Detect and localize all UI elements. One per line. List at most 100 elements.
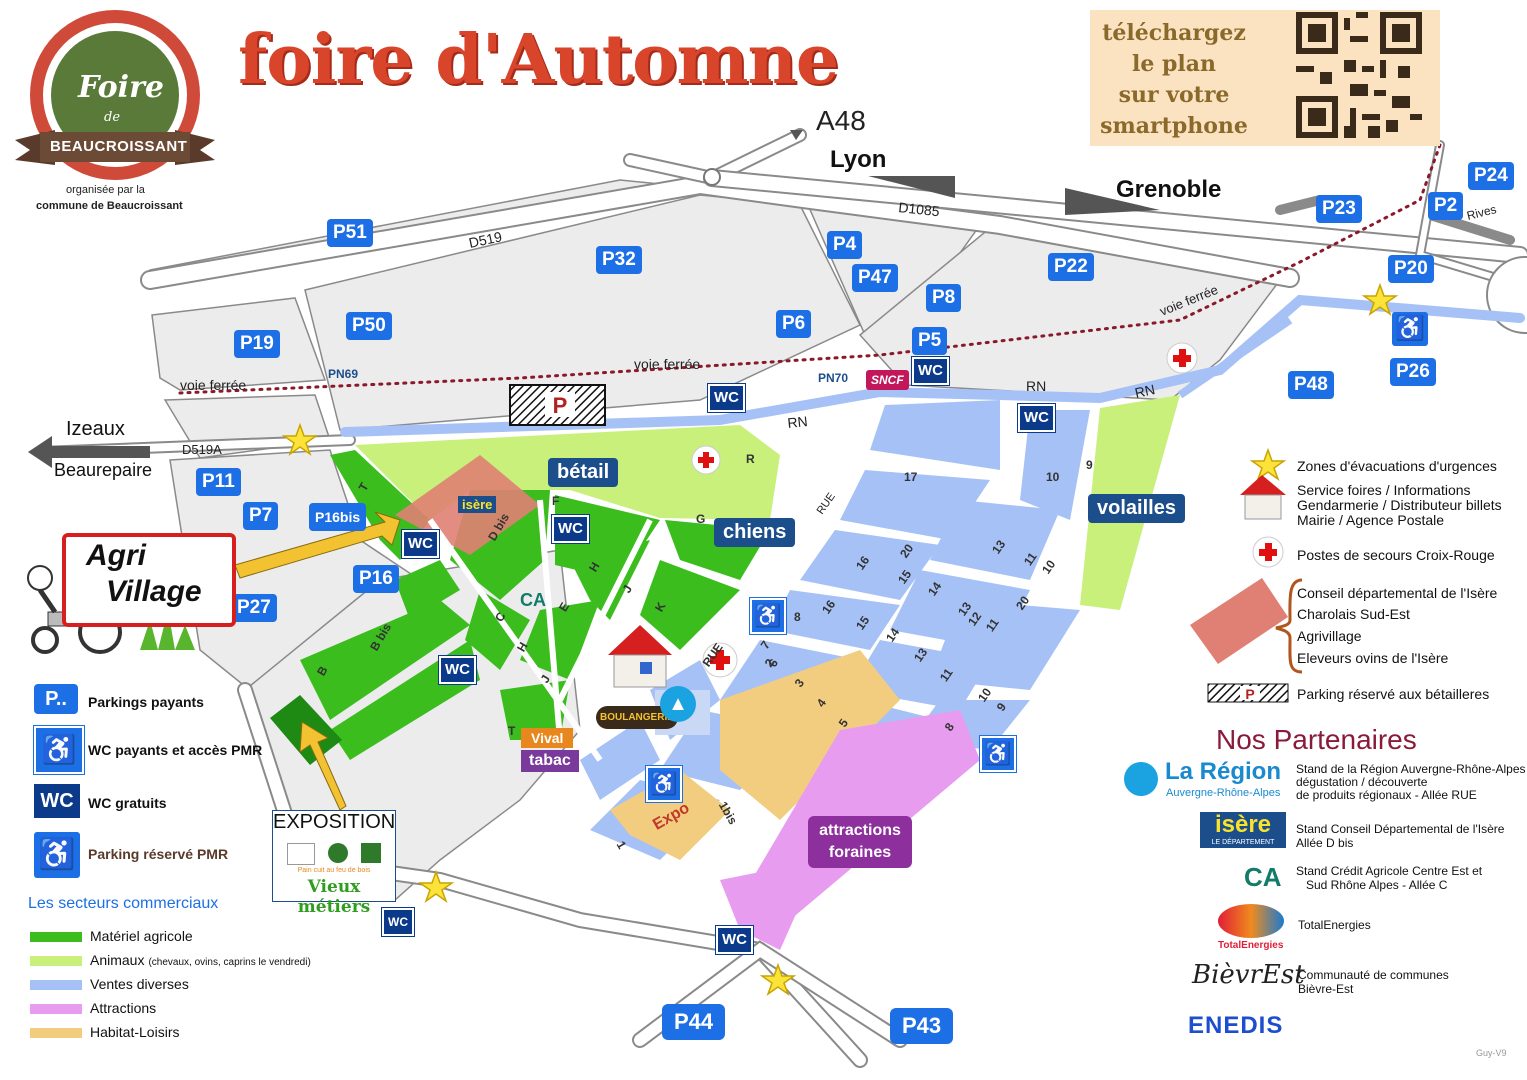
legend-swatch	[30, 956, 82, 967]
parking-p27[interactable]: P27	[231, 594, 277, 622]
region-logo-circle	[1124, 762, 1158, 796]
alley-label: 10	[1046, 470, 1060, 484]
tabac-sign: tabac	[521, 750, 579, 772]
isere-logo-sub: LE DÉPARTEMENT	[1211, 839, 1275, 846]
parking-p44[interactable]: P44	[662, 1004, 726, 1040]
alley-label: T	[508, 724, 516, 738]
parking-p23[interactable]: P23	[1316, 195, 1362, 223]
wc-free[interactable]: WC	[438, 655, 477, 685]
evac-stars	[281, 282, 1399, 996]
parking-p43[interactable]: P43	[890, 1008, 954, 1044]
legend-wcfree: WC gratuits	[88, 795, 167, 811]
rail-label-2: voie ferrée	[634, 356, 700, 372]
wc-free[interactable]: WC	[401, 529, 440, 559]
qr-line1: téléchargez	[1102, 20, 1246, 46]
city-beaurepaire: Beaurepaire	[54, 460, 153, 480]
wc-pmr-icon[interactable]: ♿	[749, 597, 787, 635]
parking-p50[interactable]: P50	[346, 312, 392, 340]
qr-code[interactable]	[1296, 12, 1422, 138]
road-label-d519a: D519A	[182, 442, 222, 457]
sncf-logo: SNCF	[866, 370, 909, 390]
road-label-d519: D519	[467, 228, 503, 251]
exposition-title: EXPOSITION	[273, 811, 396, 833]
parking-p24[interactable]: P24	[1468, 162, 1514, 190]
page-title: foire d'Automne	[238, 20, 839, 100]
legend-service1: Service foires / Informations	[1297, 482, 1471, 498]
legend-swatch	[30, 980, 82, 991]
vival-sign: Vival	[521, 728, 574, 748]
pmr-parking-icon[interactable]: ♿	[1392, 312, 1428, 346]
wc-free[interactable]: WC	[381, 907, 415, 937]
total-logo-shape	[1218, 904, 1284, 938]
rue-label: RUE	[815, 491, 838, 517]
parking-p5[interactable]: P5	[912, 327, 948, 355]
parking-p4[interactable]: P4	[827, 231, 863, 259]
legend-wcpmr-icon: ♿	[33, 725, 85, 775]
ca-desc-2: Sud Rhône Alpes - Allée C	[1306, 878, 1448, 892]
legend-sectors-title: Les secteurs commerciaux	[28, 895, 219, 912]
legend-group-4: Eleveurs ovins de l'Isère	[1297, 650, 1449, 666]
logo-sub2: commune de Beaucroissant	[36, 200, 183, 212]
parking-p11[interactable]: P11	[196, 468, 241, 496]
arrow-agrivillage	[234, 511, 401, 579]
parking-p32[interactable]: P32	[596, 246, 642, 274]
legend-service3: Mairie / Agence Postale	[1297, 512, 1445, 528]
legend-betail-letter: P	[1245, 686, 1254, 702]
bievre-desc-1: Communauté de communes	[1298, 968, 1449, 982]
alley-label: 9	[1086, 458, 1093, 472]
parking-p51[interactable]: P51	[327, 219, 373, 247]
wc-free[interactable]: WC	[1017, 403, 1056, 433]
legend-sector-item: Attractions	[30, 1000, 156, 1016]
legend-swatch	[30, 1004, 82, 1015]
ca-logo-icon: CA	[520, 590, 546, 610]
boulangerie-badge: BOULANGERIE	[596, 706, 678, 729]
wc-free[interactable]: WC	[551, 514, 590, 544]
rail-label-1: voie ferrée	[180, 377, 246, 393]
parking-p26[interactable]: P26	[1390, 358, 1436, 386]
alley-label: G	[696, 512, 706, 526]
sector-expo	[610, 770, 730, 860]
alley-label: F	[552, 494, 560, 508]
parking-p22[interactable]: P22	[1048, 253, 1094, 281]
wc-free[interactable]: WC	[715, 925, 754, 955]
legend-group-1: Conseil départemental de l'Isère	[1297, 585, 1498, 601]
parking-p16bis[interactable]: P16bis	[309, 503, 367, 531]
star-icon	[1361, 282, 1399, 316]
star-icon	[1249, 447, 1287, 481]
star-icon	[281, 422, 319, 456]
wc-free[interactable]: WC	[911, 356, 950, 386]
wc-pmr-icon[interactable]: ♿	[979, 735, 1017, 773]
arrow-exposition	[299, 721, 347, 811]
grass-icon	[140, 610, 195, 650]
parking-p16[interactable]: P16	[353, 565, 399, 593]
exposition-sub: Vieux métiers	[297, 877, 371, 917]
road-label-rn1: RN	[787, 413, 809, 431]
grenoble-wedge	[1065, 188, 1160, 215]
parking-p19[interactable]: P19	[234, 330, 280, 358]
qr-line4: smartphone	[1100, 113, 1248, 139]
star-icon	[417, 869, 455, 903]
isere-desc-1: Stand Conseil Départemental de l'Isère	[1296, 822, 1505, 836]
logo-ribbon: BEAUCROISSANT	[50, 138, 188, 155]
parking-p20[interactable]: P20	[1388, 255, 1434, 283]
logo-sub1: organisée par la	[66, 184, 145, 196]
parking-p48[interactable]: P48	[1288, 371, 1334, 399]
legend-pmr-icon: ♿	[34, 832, 80, 878]
parking-p8[interactable]: P8	[926, 284, 962, 312]
parking-betail-letter: P	[553, 393, 568, 418]
streets	[427, 499, 653, 762]
legend-sector-label: Ventes diverses	[90, 976, 189, 992]
qr-panel: téléchargez le plan sur votre smartphone	[1090, 10, 1440, 146]
region-desc-2: dégustation / découverte	[1296, 775, 1428, 789]
parking-p2[interactable]: P2	[1428, 192, 1464, 220]
qr-text: téléchargez le plan sur votre smartphone	[1090, 18, 1258, 142]
parking-p47[interactable]: P47	[852, 264, 898, 292]
isere-badge: isère	[458, 496, 497, 513]
road-rn	[340, 294, 1525, 437]
parking-p6[interactable]: P6	[776, 310, 812, 338]
parking-p7[interactable]: P7	[243, 502, 279, 530]
wc-free[interactable]: WC	[707, 383, 746, 413]
wc-pmr-icon[interactable]: ♿	[645, 765, 683, 803]
legend-service2: Gendarmerie / Distributeur billets	[1297, 497, 1502, 513]
isere-logo-name: isère	[1214, 811, 1272, 838]
